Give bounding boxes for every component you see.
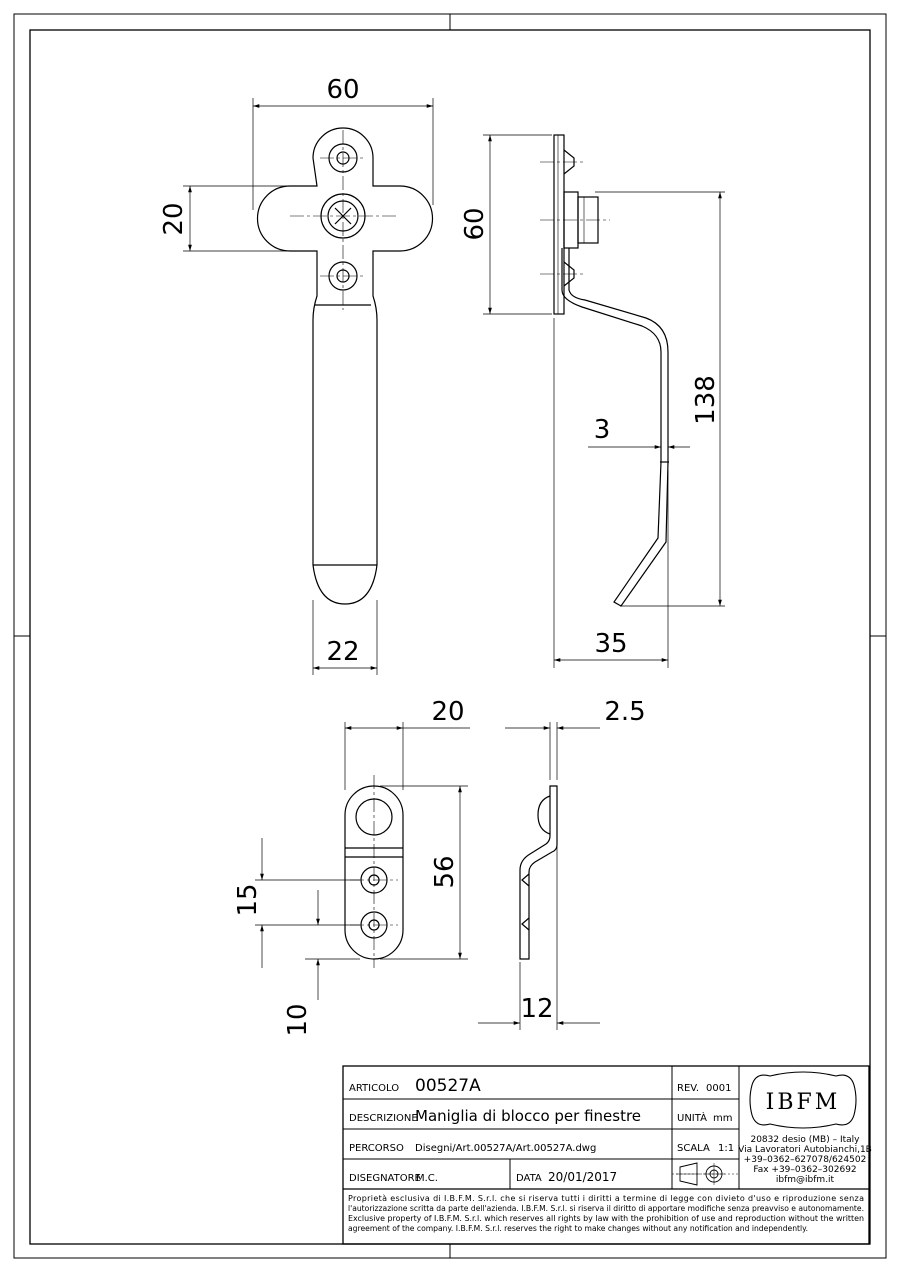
keeper-side-dimension-lines: [478, 722, 600, 1030]
side-dimension-lines: [483, 134, 725, 668]
disegnatore-label: DISEGNATORE: [349, 1173, 421, 1184]
keeper-centerlines: [350, 775, 398, 968]
keeper-dimension-lines: [255, 722, 470, 1000]
legal-note-line-3: Exclusive property of I.B.F.M. S.r.l. wh…: [348, 1214, 864, 1223]
descrizione-label: DESCRIZIONE: [349, 1113, 418, 1124]
inner-border: [29, 29, 871, 1245]
keeper-side-view: [519, 785, 558, 960]
percorso-value: Disegni/Art.00527A/Art.00527A.dwg: [415, 1143, 596, 1154]
company-phone: +39–0362–627078/624502: [744, 1155, 867, 1165]
legal-note-line-1: Proprietà esclusiva di I.B.F.M. S.r.l. c…: [348, 1194, 864, 1203]
articolo-value: 00527A: [415, 1076, 481, 1096]
disegnatore-value: M.C.: [416, 1173, 438, 1184]
projection-symbol-icon: [676, 1162, 725, 1186]
dim-side-thickness: 3: [594, 415, 611, 445]
dim-keeper-thickness: 2.5: [604, 697, 645, 727]
company-email: ibfm@ibfm.it: [776, 1175, 835, 1185]
dim-keeper-hole-spacing: 15: [233, 883, 263, 916]
keeper-side-profile: [519, 785, 558, 960]
side-centerlines: [540, 161, 610, 275]
dim-side-plate-height: 60: [460, 207, 490, 240]
unita-label: UNITÀ: [677, 1111, 707, 1124]
scala-value: 1:1: [718, 1143, 734, 1154]
dim-handle-arm-height: 20: [159, 202, 189, 235]
dim-handle-grip-width: 22: [326, 637, 359, 667]
handle-outline: [256, 127, 434, 605]
dim-keeper-width: 20: [431, 697, 464, 727]
dim-handle-width: 60: [326, 75, 359, 105]
articolo-label: ARTICOLO: [349, 1083, 399, 1094]
ibfm-logo: IBFM: [749, 1071, 857, 1129]
dim-side-total-height: 138: [691, 375, 721, 425]
company-address-2: Via Lavoratori Autobianchi,1B: [738, 1145, 872, 1155]
unita-value: mm: [713, 1113, 732, 1124]
dim-keeper-bottom-offset: 10: [283, 1003, 313, 1036]
keeper-outline: [344, 785, 404, 960]
dim-keeper-depth: 12: [520, 994, 553, 1024]
side-bent-arm: [561, 248, 669, 607]
legal-note-line-4: agreement of the company. I.B.F.M. S.r.l…: [348, 1224, 808, 1233]
legal-note-line-2: l'autorizzazione scritta da parte dell'a…: [348, 1204, 864, 1213]
company-address-1: 20832 desio (MB) – Italy: [750, 1135, 860, 1145]
rev-label: REV.: [677, 1083, 699, 1094]
center-marks: [14, 14, 886, 1258]
keeper-side-collar: [537, 795, 551, 835]
company-fax: Fax +39–0362–302692: [753, 1165, 856, 1175]
scala-label: SCALA: [677, 1143, 710, 1154]
percorso-label: PERCORSO: [349, 1143, 404, 1154]
title-block: [342, 1065, 870, 1245]
outer-border: [13, 13, 887, 1259]
handle-dimension-lines: [183, 98, 434, 675]
data-value: 20/01/2017: [548, 1170, 617, 1184]
rev-value: 0001: [706, 1083, 731, 1094]
handle-centerlines: [290, 130, 396, 310]
data-label: DATA: [516, 1173, 542, 1184]
dim-side-depth: 35: [594, 629, 627, 659]
dim-keeper-height: 56: [430, 855, 460, 888]
handle-front-view: [256, 127, 434, 605]
descrizione-value: Maniglia di blocco per finestre: [415, 1107, 641, 1125]
handle-side-view: [553, 134, 669, 607]
svg-text:IBFM: IBFM: [766, 1090, 841, 1115]
